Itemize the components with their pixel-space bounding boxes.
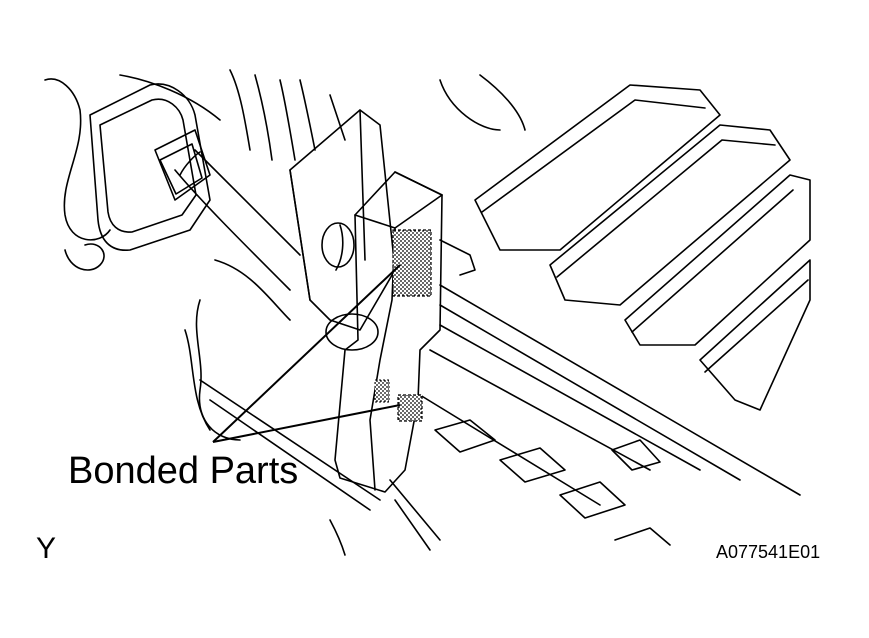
figure-code: A077541E01 [716, 542, 821, 562]
base-rails [200, 240, 800, 555]
clip-part [335, 172, 442, 492]
connector-housing [90, 84, 210, 250]
view-letter: Y [36, 532, 57, 565]
bonded-area-upper [393, 230, 431, 296]
housing-body [45, 70, 525, 440]
bonded-parts-label: Bonded Parts [68, 450, 299, 492]
leader-lines [213, 265, 400, 442]
tube [175, 150, 300, 290]
mounting-bracket [290, 110, 395, 350]
bonded-area-lower [375, 380, 422, 421]
battery-modules [475, 85, 810, 410]
rail-tabs [435, 420, 670, 545]
